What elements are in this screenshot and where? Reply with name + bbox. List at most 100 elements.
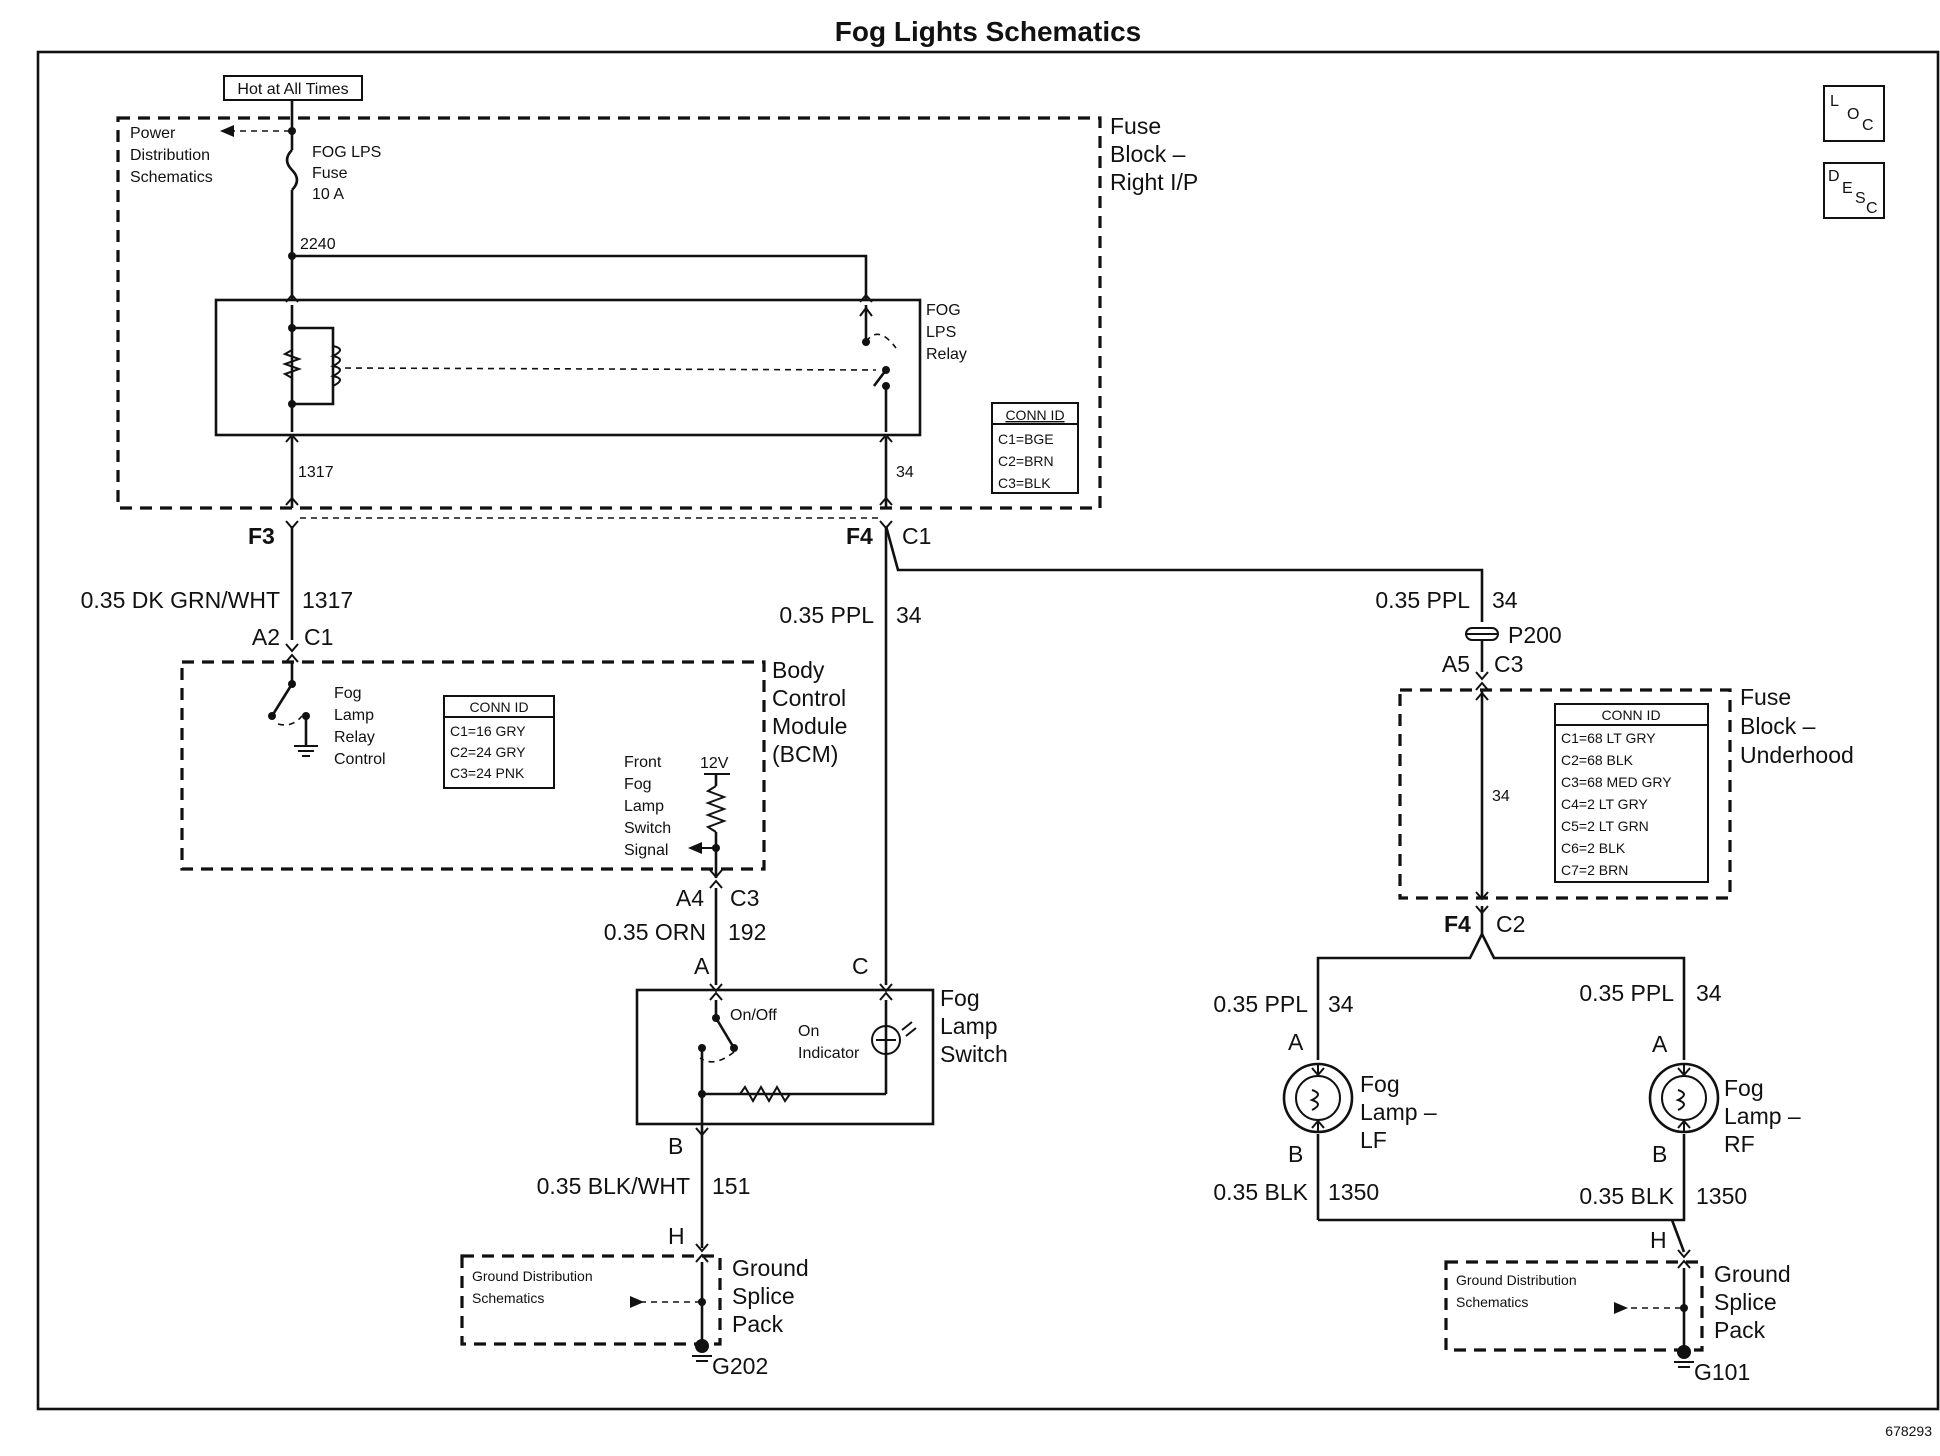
rf-pin-b: B	[1652, 1141, 1667, 1167]
rf-pin-a: A	[1652, 1031, 1668, 1057]
hot-at-all-times-label: Hot at All Times	[223, 75, 363, 101]
wire-192: 192	[728, 919, 766, 945]
power-distribution-label[interactable]: Power Distribution Schematics	[130, 125, 213, 186]
svg-text:C5=2 LT GRN: C5=2 LT GRN	[1561, 818, 1649, 834]
fog-lamp-relay-control-label: Fog Lamp Relay Control	[334, 685, 386, 768]
front-fog-lamp-switch-signal-label: Front Fog Lamp Switch Signal	[624, 754, 671, 859]
wire-1350-lf: 1350	[1328, 1179, 1379, 1205]
switch-pin-a: A	[694, 953, 710, 979]
svg-text:RF: RF	[1724, 1131, 1755, 1157]
ground-g101-icon	[1677, 1345, 1691, 1359]
svg-text:Pack: Pack	[1714, 1317, 1766, 1343]
svg-text:Front: Front	[624, 754, 662, 771]
svg-text:C6=2 BLK: C6=2 BLK	[1561, 840, 1626, 856]
wire-ppl-lf: 0.35 PPL	[1213, 991, 1308, 1017]
wire-blk-wht: 0.35 BLK/WHT	[537, 1173, 690, 1199]
connector-a2: A2	[252, 624, 280, 650]
svg-text:Ground Distribution: Ground Distribution	[1456, 1272, 1577, 1288]
svg-text:LPS: LPS	[926, 324, 956, 341]
connector-c3-ub: C3	[1494, 651, 1523, 677]
svg-text:C1=68 LT GRY: C1=68 LT GRY	[1561, 730, 1656, 746]
wire-1350-rf: 1350	[1696, 1183, 1747, 1209]
on-off-switch-contact[interactable]	[714, 1017, 736, 1049]
wire-ppl-rf: 0.35 PPL	[1579, 980, 1674, 1006]
svg-text:C: C	[1866, 200, 1878, 217]
svg-text:Body: Body	[772, 657, 825, 683]
connector-c2-ub: C2	[1496, 911, 1525, 937]
conn-id-table-fuse-block-ip: CONN ID C1=BGE C2=BRN C3=BLK	[991, 402, 1079, 494]
fog-lamp-rf-label: Fog Lamp – RF	[1724, 1075, 1801, 1157]
loc-icon[interactable]: L O C	[1823, 85, 1885, 142]
ground-distribution-right-label[interactable]: Ground Distribution Schematics	[1456, 1272, 1577, 1310]
circuit-34-underhood: 34	[1492, 788, 1510, 805]
svg-text:FOG: FOG	[926, 302, 961, 319]
fog-lamp-switch-box	[635, 988, 935, 1126]
wire-34-right: 34	[1492, 587, 1518, 613]
wire-orn: 0.35 ORN	[604, 919, 706, 945]
svg-text:Switch: Switch	[940, 1041, 1008, 1067]
on-off-label: On/Off	[730, 1007, 777, 1024]
lf-pin-a: A	[1288, 1029, 1304, 1055]
bcm-outline	[180, 660, 766, 871]
svg-text:Fuse: Fuse	[1110, 113, 1161, 139]
svg-text:C3=68 MED GRY: C3=68 MED GRY	[1561, 774, 1672, 790]
svg-text:Signal: Signal	[624, 842, 668, 859]
fuse-icon	[285, 149, 299, 191]
svg-text:C7=2 BRN: C7=2 BRN	[1561, 862, 1628, 878]
bcm-label: Body Control Module (BCM)	[772, 657, 847, 767]
circuit-1317-top: 1317	[298, 464, 334, 481]
svg-text:On: On	[798, 1023, 819, 1040]
ground-distribution-left-label[interactable]: Ground Distribution Schematics	[472, 1268, 593, 1306]
svg-text:Fog: Fog	[1724, 1075, 1764, 1101]
svg-text:Module: Module	[772, 713, 847, 739]
svg-text:(BCM): (BCM)	[772, 741, 838, 767]
ground-g101: G101	[1694, 1359, 1750, 1385]
svg-text:Distribution: Distribution	[130, 147, 210, 164]
svg-text:E: E	[1842, 180, 1853, 197]
svg-text:FOG LPS: FOG LPS	[312, 144, 381, 161]
svg-text:C2=68 BLK: C2=68 BLK	[1561, 752, 1634, 768]
relay-label: FOG LPS Relay	[926, 302, 967, 363]
svg-text:Fuse: Fuse	[1740, 684, 1791, 710]
wire-dk-grn-wht: 0.35 DK GRN/WHT	[81, 587, 280, 613]
ground-dist-arrow-right-icon	[1614, 1302, 1628, 1314]
ground-pin-h-right: H	[1650, 1227, 1667, 1253]
svg-text:C2=24 GRY: C2=24 GRY	[450, 744, 526, 760]
svg-text:C1=BGE: C1=BGE	[998, 431, 1054, 447]
ground-splice-pack-right-outline	[1444, 1260, 1704, 1352]
fog-lps-relay-box	[214, 298, 922, 437]
lf-pin-b: B	[1288, 1141, 1303, 1167]
svg-text:C2=BRN: C2=BRN	[998, 453, 1054, 469]
svg-text:Block –: Block –	[1110, 141, 1186, 167]
pullup-resistor-icon	[705, 785, 727, 833]
desc-icon[interactable]: D E S C	[1823, 162, 1885, 219]
switch-pin-b: B	[668, 1133, 683, 1159]
svg-text:Fog: Fog	[1360, 1071, 1400, 1097]
wire-ppl-right: 0.35 PPL	[1375, 587, 1470, 613]
svg-text:Schematics: Schematics	[130, 169, 213, 186]
svg-text:Block –: Block –	[1740, 713, 1816, 739]
svg-text:Ground: Ground	[732, 1255, 809, 1281]
svg-text:O: O	[1847, 106, 1859, 123]
fuse-block-underhood-label: Fuse Block – Underhood	[1740, 684, 1854, 768]
svg-text:Indicator: Indicator	[798, 1045, 860, 1062]
connector-p200: P200	[1508, 622, 1562, 648]
svg-text:S: S	[1855, 190, 1866, 207]
svg-text:10 A: 10 A	[312, 186, 344, 203]
svg-text:Power: Power	[130, 125, 176, 142]
svg-text:Relay: Relay	[334, 729, 375, 746]
svg-text:LF: LF	[1360, 1127, 1387, 1153]
wire-34-lf: 34	[1328, 991, 1354, 1017]
svg-text:Right I/P: Right I/P	[1110, 169, 1198, 195]
ground-g202: G202	[712, 1353, 768, 1379]
figure-id: 678293	[1885, 1423, 1932, 1439]
svg-text:Lamp: Lamp	[624, 798, 664, 815]
connector-f3: F3	[248, 523, 275, 549]
diagram-title: Fog Lights Schematics	[835, 16, 1142, 47]
svg-text:Relay: Relay	[926, 346, 967, 363]
conn-id-table-underhood: CONN ID C1=68 LT GRY C2=68 BLK C3=68 MED…	[1554, 703, 1709, 883]
connector-a4: A4	[676, 885, 704, 911]
circuit-34-top: 34	[896, 464, 914, 481]
svg-text:Hot at All Times: Hot at All Times	[237, 81, 348, 98]
12v-label: 12V	[700, 755, 729, 772]
